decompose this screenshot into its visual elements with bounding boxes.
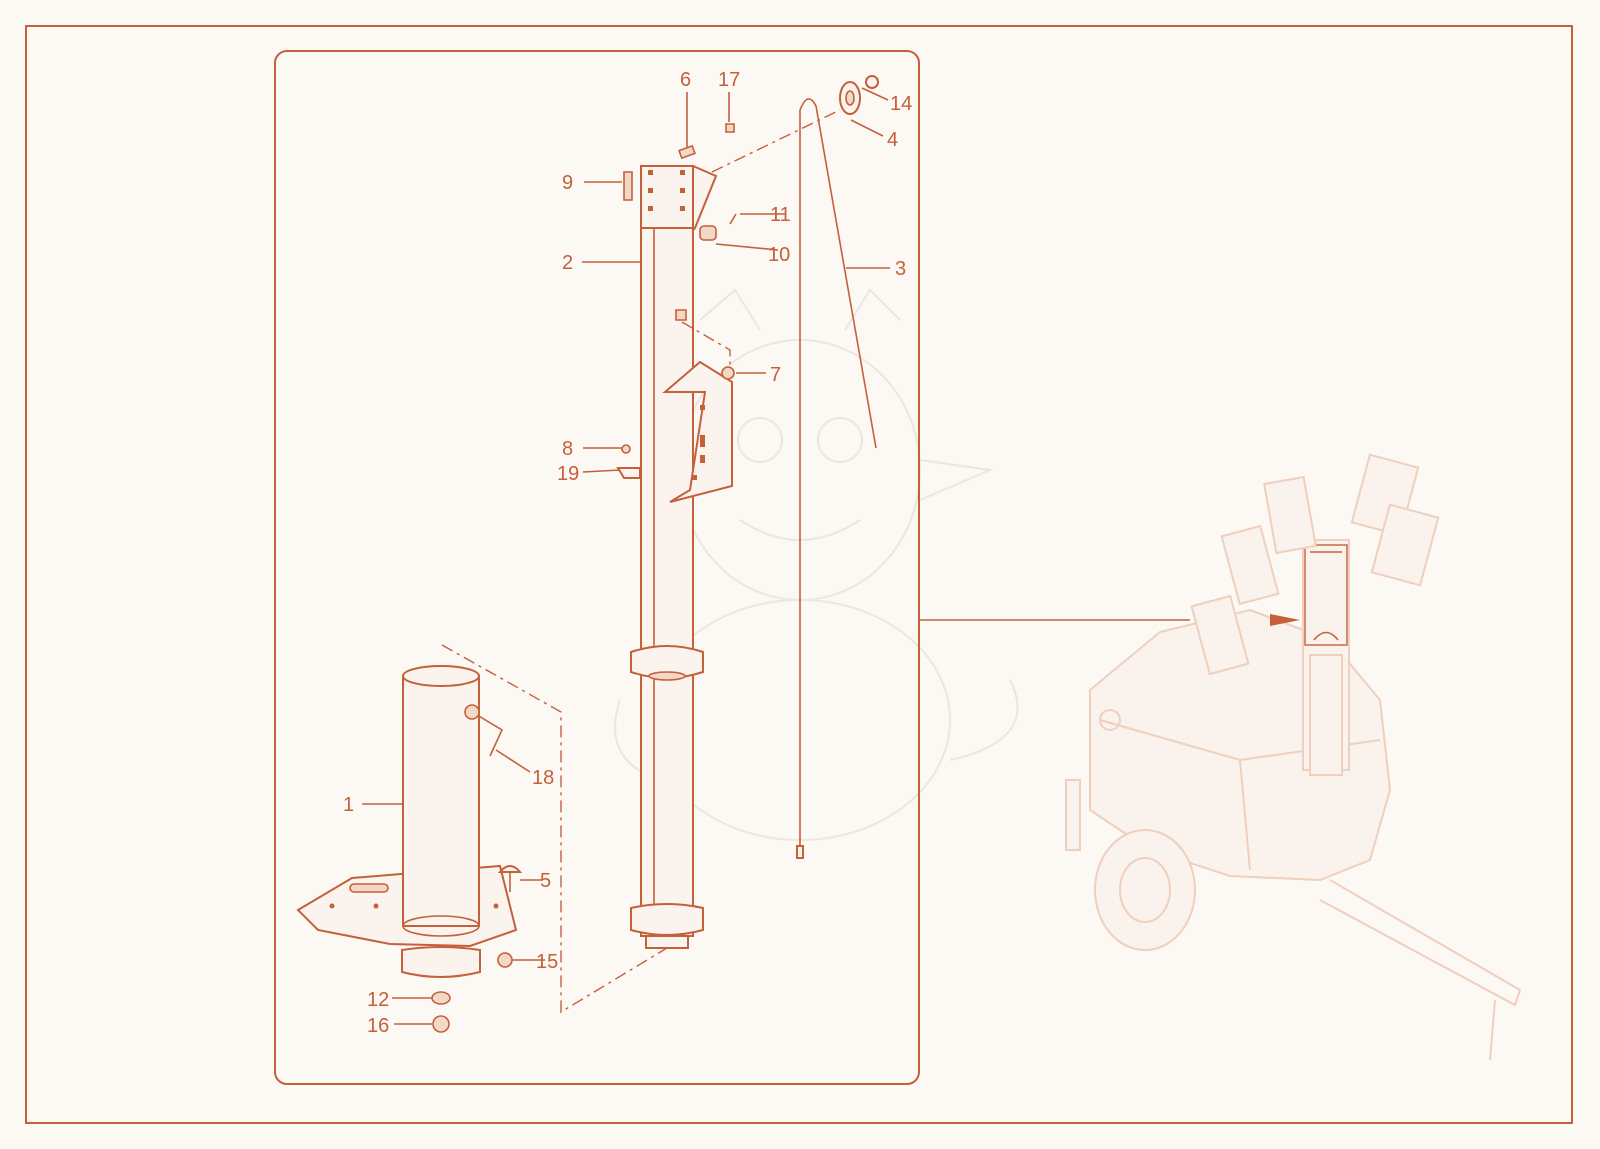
callout-8: 8 bbox=[562, 438, 573, 460]
callout-16: 16 bbox=[367, 1015, 389, 1037]
hardware bbox=[431, 123, 737, 1033]
callout-15: 15 bbox=[536, 951, 558, 973]
callout-9: 9 bbox=[562, 172, 573, 194]
cable bbox=[799, 98, 877, 846]
callout-2: 2 bbox=[562, 252, 573, 274]
callout-10: 10 bbox=[768, 244, 790, 266]
callout-6: 6 bbox=[680, 69, 691, 91]
base-socket bbox=[296, 665, 518, 978]
callout-11: 11 bbox=[770, 204, 791, 226]
outer-frame bbox=[25, 25, 1573, 1124]
callout-4: 4 bbox=[887, 129, 898, 151]
callout-18: 18 bbox=[532, 767, 554, 789]
callout-7: 7 bbox=[770, 364, 781, 386]
leader-lines bbox=[362, 87, 890, 1025]
callout-12: 12 bbox=[367, 989, 389, 1011]
callout-5: 5 bbox=[540, 870, 551, 892]
callout-3: 3 bbox=[895, 258, 906, 280]
mast-tube bbox=[616, 165, 733, 949]
callout-14: 14 bbox=[890, 93, 912, 115]
callout-17: 17 bbox=[718, 69, 740, 91]
alignment-line-base bbox=[441, 644, 668, 1014]
detail-box bbox=[274, 50, 920, 1085]
callout-19: 19 bbox=[557, 463, 579, 485]
callout-1: 1 bbox=[343, 794, 354, 816]
pulley bbox=[711, 75, 879, 173]
light-tower-trailer bbox=[1065, 453, 1522, 1061]
